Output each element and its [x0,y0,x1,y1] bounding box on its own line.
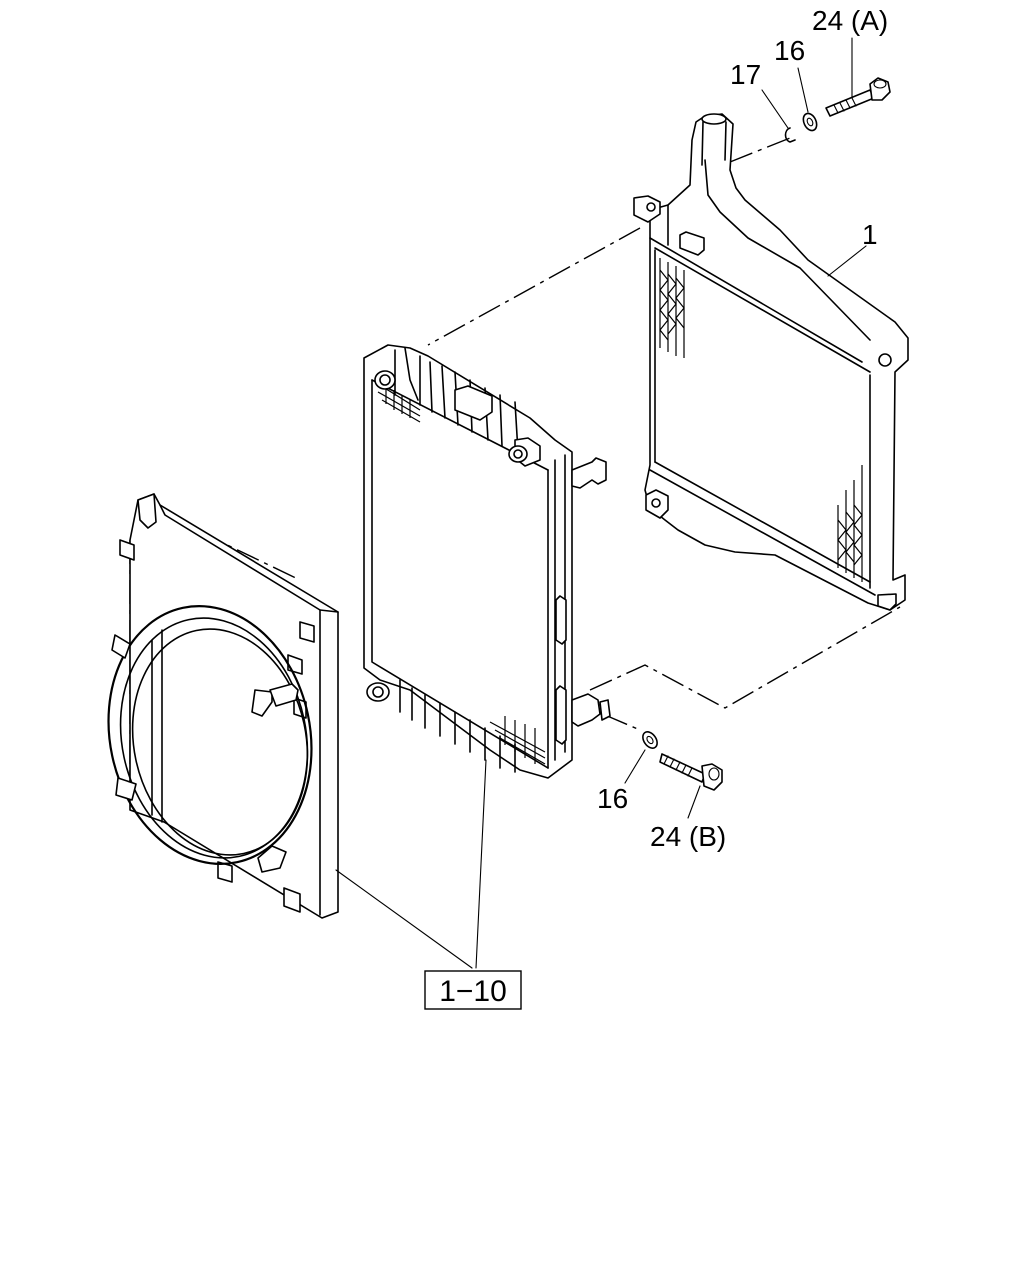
callout-16-bottom: 16 [597,783,628,814]
leader-lines [335,245,867,969]
bolt-part-24a [825,37,891,117]
callout-24a: 24 (A) [812,5,888,36]
callout-16-top: 16 [774,35,805,66]
radiator-assembly [363,344,611,779]
washer-part-16-bottom [624,731,658,784]
callout-labels: 24 (A) 16 17 1 16 24 (B) 1−10 [424,5,888,1010]
fan-shroud [107,493,339,919]
callout-1-10: 1−10 [439,975,507,1008]
callout-1: 1 [862,219,878,250]
callout-24b: 24 (B) [650,821,726,852]
bolt-part-24b [659,753,723,819]
clip-part-17 [761,89,796,143]
callout-17: 17 [730,59,761,90]
intercooler-part-1 [633,113,909,611]
callout-1-10-box [424,970,522,1010]
washer-part-16-top [797,67,818,132]
